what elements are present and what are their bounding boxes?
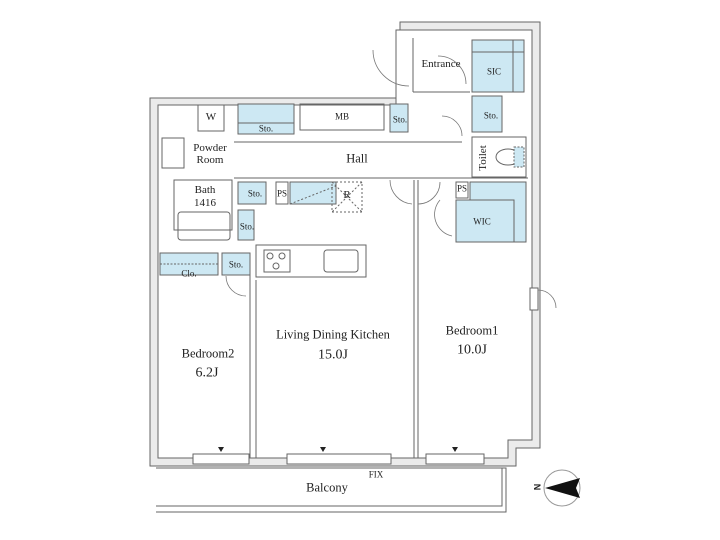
window-bedroom2 (192, 453, 250, 465)
mb-label: MB (334, 111, 350, 122)
sic-storage (471, 39, 525, 93)
mb-box (299, 103, 385, 131)
ps-right-box (455, 181, 469, 199)
toilet-label: Toilet (477, 145, 490, 171)
wic-box (455, 199, 515, 243)
balcony-label: Balcony (306, 480, 348, 495)
bedroom1-size-label: 10.0J (457, 342, 487, 358)
powder-room-label-line2: Room (196, 154, 224, 167)
storage-bath (237, 181, 267, 205)
storage-kitchen (237, 209, 255, 241)
clo-label: Clo. (181, 268, 197, 279)
kitchen-counter (255, 244, 367, 278)
compass-n-label: N (532, 483, 543, 491)
sto-hall-mid-label: Sto. (392, 114, 408, 125)
sto-kitchen-label: Sto. (239, 221, 255, 232)
sto-upper-right-label: Sto. (483, 110, 499, 121)
storage-hall-mid (389, 103, 409, 133)
refrigerator-label: R (343, 189, 351, 202)
powder-room-label-line1: Powder (193, 142, 227, 155)
ldk-size-label: 15.0J (318, 347, 348, 363)
sto-hall-left-label: Sto. (258, 123, 274, 134)
entrance-label: Entrance (421, 58, 461, 71)
bedroom1-name-label: Bedroom1 (445, 323, 499, 338)
bath-size-label: 1416 (194, 197, 216, 210)
sto-lower-label: Sto. (228, 259, 244, 270)
washer-label: W (205, 111, 217, 124)
storage-lower (221, 252, 251, 276)
bath-label: Bath (194, 184, 216, 197)
storage-hall-left (237, 103, 295, 135)
kitchen-sink (323, 249, 359, 273)
window-ldk (286, 453, 392, 465)
window-bedroom1 (425, 453, 485, 465)
bath-room (173, 179, 233, 231)
refrigerator-box (331, 181, 363, 213)
ps-right-label: PS (456, 183, 468, 194)
wic-label: WIC (473, 216, 491, 227)
bedroom2-name-label: Bedroom2 (181, 346, 235, 361)
hall-label: Hall (346, 151, 368, 166)
sto-bath-label: Sto. (247, 188, 263, 199)
fix-label: FIX (368, 469, 384, 480)
ps-left-label: PS (276, 188, 288, 199)
balcony-outline (156, 467, 507, 513)
ps-left-box (275, 181, 289, 205)
bedroom2-size-label: 6.2J (195, 365, 219, 381)
storage-upper-right (471, 95, 503, 133)
compass-north-icon (543, 469, 581, 507)
ldk-name-label: Living Dining Kitchen (276, 327, 390, 342)
washer-box (197, 104, 225, 132)
bathtub (177, 211, 231, 241)
sic-label: SIC (486, 66, 502, 77)
